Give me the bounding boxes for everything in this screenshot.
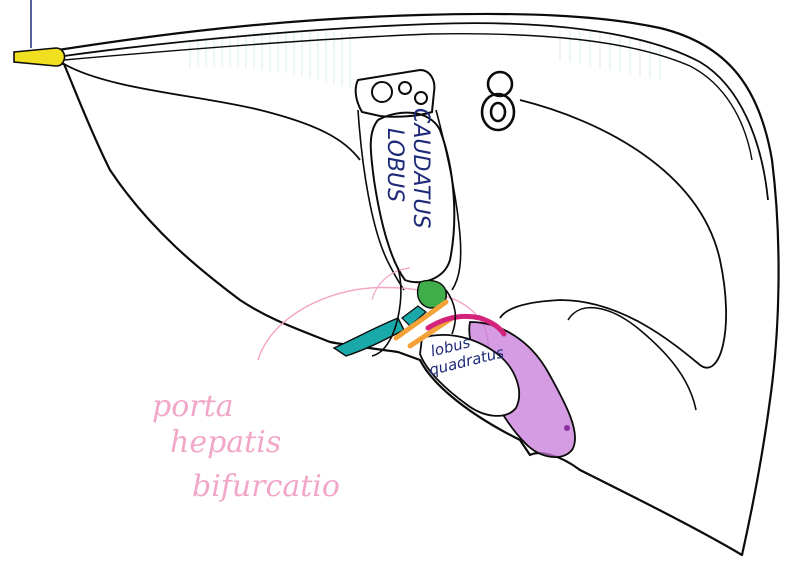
coronary-ligament-line-2 — [64, 34, 752, 160]
liver-outline — [20, 14, 779, 555]
lobus-caudatus-line2: CAUDATUS — [408, 108, 433, 228]
lobus-caudatus-line1: LOBUS — [382, 128, 407, 202]
superior-shading — [190, 30, 660, 88]
porta-line2: hepatis — [170, 425, 281, 460]
label-porta-hepatis: porta hepatis bifurcatio — [152, 389, 340, 504]
hepatic-vein-opening-2 — [399, 82, 411, 94]
gallbladder-spot — [564, 425, 570, 431]
hepatic-vein-opening-1 — [372, 82, 392, 102]
bare-area-openings — [482, 72, 514, 130]
ligament-tip — [14, 48, 65, 66]
porta-line3: bifurcatio — [192, 469, 340, 504]
porta-annotation-arc-2 — [372, 268, 410, 300]
right-lobe-inner-curve — [500, 100, 726, 368]
hepatic-vein-opening-3 — [415, 92, 427, 104]
renal-impression — [568, 308, 696, 410]
label-lobus-caudatus: LOBUS CAUDATUS — [382, 108, 433, 228]
porta-line1: porta — [152, 389, 234, 424]
left-lobe-boundary — [64, 64, 360, 160]
